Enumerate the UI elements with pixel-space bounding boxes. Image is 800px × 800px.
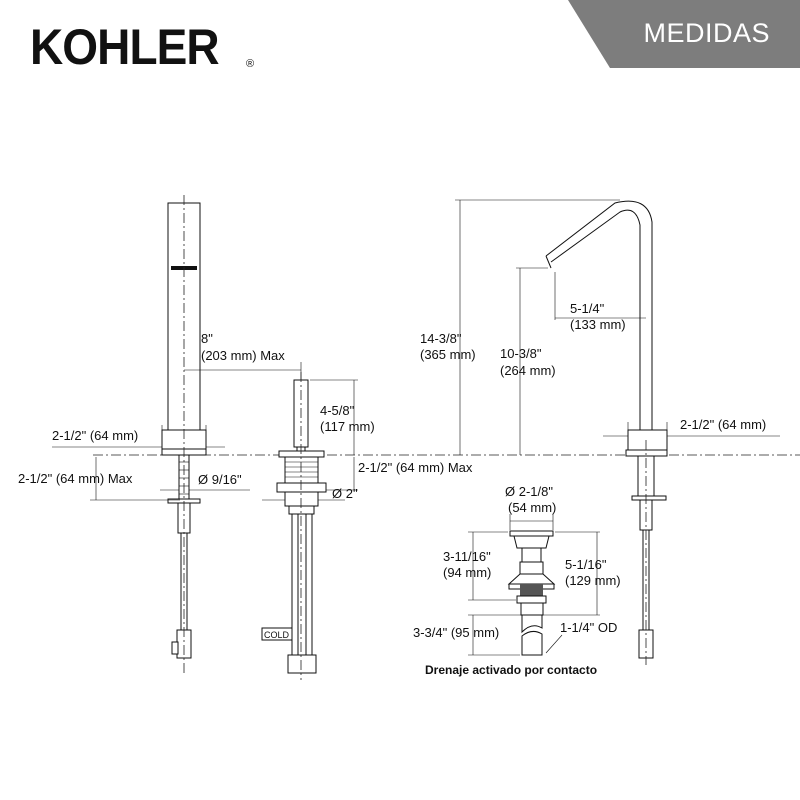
drain-drawing	[507, 530, 556, 656]
drain-flange-dia: Ø 2-1/8"	[505, 484, 553, 499]
handshower-shank-dia: Ø 9/16"	[198, 472, 242, 487]
valve-deck-thickness: 2-1/2" (64 mm) Max	[358, 460, 473, 475]
handshower-reach-mm: (203 mm) Max	[201, 348, 285, 363]
spout-height-mm: (365 mm)	[420, 347, 476, 362]
spout-height: 14-3/8"	[420, 331, 462, 346]
registered-mark: ®	[246, 58, 255, 70]
drain-body-height: 3-11/16"	[443, 549, 491, 564]
spout-outlet-height-mm: (264 mm)	[500, 363, 556, 378]
cold-tag	[261, 627, 293, 641]
section-tab: MEDIDAS	[568, 0, 800, 68]
drain-caption: Drenaje activado por contacto	[425, 663, 597, 677]
spout-outlet-reach-mm: (133 mm)	[570, 317, 626, 332]
drain-tailpiece: 3-3/4" (95 mm)	[413, 625, 499, 640]
drain-tail-od: 1-1/4" OD	[560, 620, 617, 635]
handshower-reach: 8"	[201, 331, 213, 346]
handshower-base-width: 2-1/2" (64 mm)	[52, 428, 138, 443]
spout-outlet-reach: 5-1/4"	[570, 301, 605, 316]
spout-drawing	[545, 200, 668, 665]
spout-outlet-height: 10-3/8"	[500, 346, 542, 361]
drain-overall-height: 5-1/16"	[565, 557, 607, 572]
cold-label: COLD	[264, 630, 290, 640]
valve-drawing	[276, 372, 327, 680]
section-label: MEDIDAS	[643, 18, 770, 48]
spout-base-width: 2-1/2" (64 mm)	[680, 417, 766, 432]
kohler-logo: KOHLER	[30, 19, 220, 75]
handshower-deck-thickness: 2-1/2" (64 mm) Max	[18, 471, 133, 486]
handshower-drawing	[161, 195, 207, 675]
drain-flange-dia-mm: (54 mm)	[508, 500, 556, 515]
valve-hole-dia: Ø 2"	[332, 486, 358, 501]
drain-body-height-mm: (94 mm)	[443, 565, 491, 580]
valve-height: 4-5/8"	[320, 403, 355, 418]
drain-overall-height-mm: (129 mm)	[565, 573, 621, 588]
valve-height-mm: (117 mm)	[320, 419, 375, 434]
